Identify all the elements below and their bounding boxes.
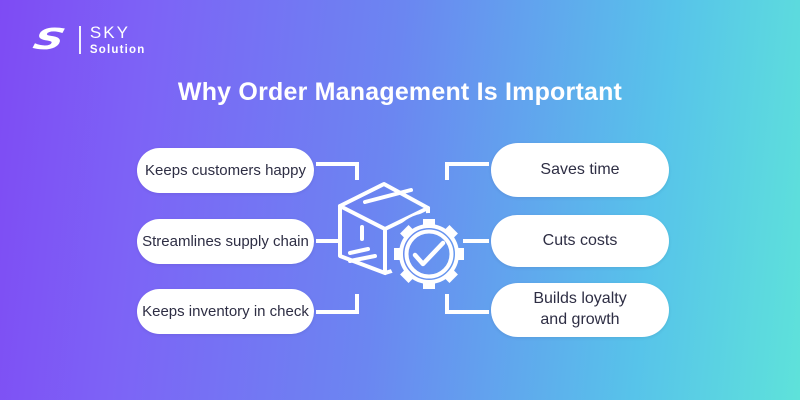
page-title: Why Order Management Is Important	[177, 78, 623, 106]
benefit-pill-keeps-inventory-in-check: Keeps inventory in check	[137, 289, 314, 334]
gear-checkmark-icon	[394, 219, 464, 289]
package-box-gear-checkmark-icon	[338, 182, 464, 289]
brand-name-top: SKY	[89, 23, 130, 42]
connector-right-top	[445, 162, 489, 180]
connector-left-top	[316, 162, 359, 180]
benefit-pill-keeps-customers-happy: Keeps customers happy	[137, 148, 314, 193]
connector-left-bottom	[316, 294, 359, 314]
benefit-pill-builds-loyalty-and-growth: Builds loyalty and growth	[491, 283, 669, 337]
benefit-pill-saves-time: Saves time	[491, 143, 669, 197]
benefit-pill-streamlines-supply-chain: Streamlines supply chain	[137, 219, 314, 264]
connector-right-bottom	[445, 294, 489, 314]
brand-name: SKY Solution	[90, 24, 146, 56]
benefit-pill-cuts-costs: Cuts costs	[491, 215, 669, 267]
brand-name-bottom: Solution	[89, 43, 146, 56]
brand-logo: S SKY Solution	[30, 22, 146, 56]
logo-divider	[78, 25, 81, 54]
sky-s-icon: S	[29, 22, 69, 57]
